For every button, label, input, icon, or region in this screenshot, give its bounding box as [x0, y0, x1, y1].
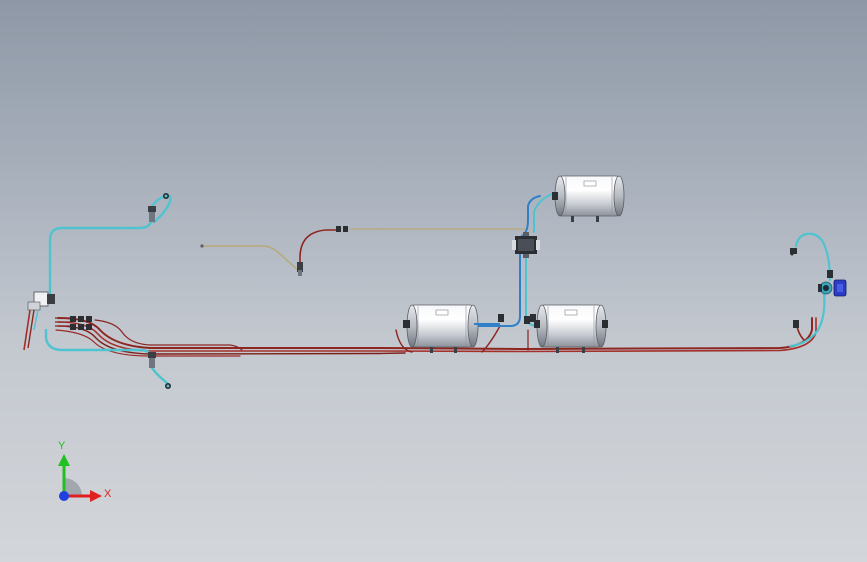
y-axis-label: Y — [58, 440, 66, 452]
center-distribution-valve[interactable] — [512, 232, 540, 258]
tan-control-line[interactable] — [200, 228, 526, 273]
y-axis-arrow-icon — [58, 454, 70, 496]
quick-connect-fittings[interactable] — [70, 316, 92, 330]
upper-right-air-tank[interactable] — [552, 175, 625, 222]
lower-left-air-tank[interactable] — [403, 304, 500, 353]
inline-fittings[interactable] — [498, 314, 536, 324]
center-blue-air-lines[interactable] — [469, 193, 553, 327]
z-axis-origin-icon — [59, 491, 69, 501]
upper-left-hose-fitting[interactable] — [148, 193, 169, 222]
tan-line-fittings[interactable] — [297, 226, 348, 276]
lower-right-air-tank[interactable] — [534, 304, 608, 353]
left-manifold-valve[interactable] — [23, 291, 92, 351]
x-axis-label: X — [104, 488, 112, 500]
coordinate-triad: Y X — [44, 440, 124, 510]
lower-left-hose-fitting[interactable] — [148, 352, 171, 389]
right-compressor-unit[interactable] — [818, 279, 847, 297]
triad-plane-indicator — [64, 478, 82, 496]
right-hose-fittings[interactable] — [790, 248, 833, 328]
